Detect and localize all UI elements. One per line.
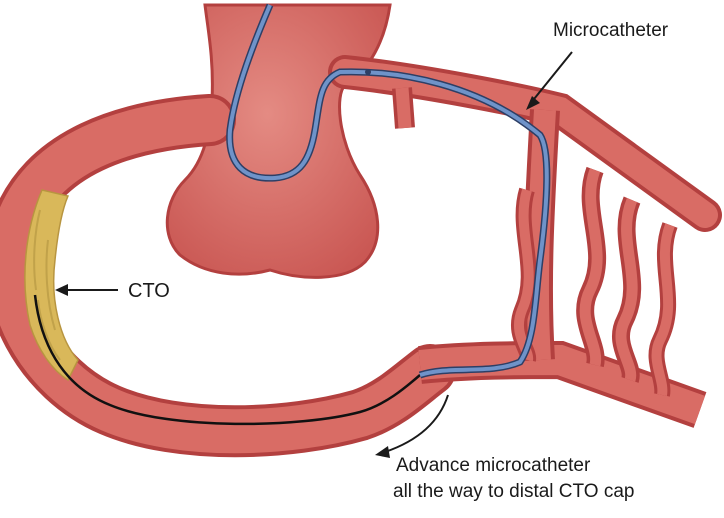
microcatheter-label: Microcatheter	[553, 20, 669, 41]
cto-plaque	[24, 189, 79, 382]
advance-instruction-line2: all the way to distal CTO cap	[393, 481, 635, 502]
advance-instruction-line1: Advance microcatheter	[396, 455, 591, 476]
annotation-arrows	[55, 51, 573, 458]
cto-label: CTO	[128, 280, 170, 302]
advance-direction-arrow	[384, 394, 449, 453]
occluded-vessel	[0, 94, 456, 458]
microcatheter	[226, 3, 551, 379]
guidewire	[33, 294, 421, 426]
microcatheter-pointer-arrow	[529, 51, 573, 105]
